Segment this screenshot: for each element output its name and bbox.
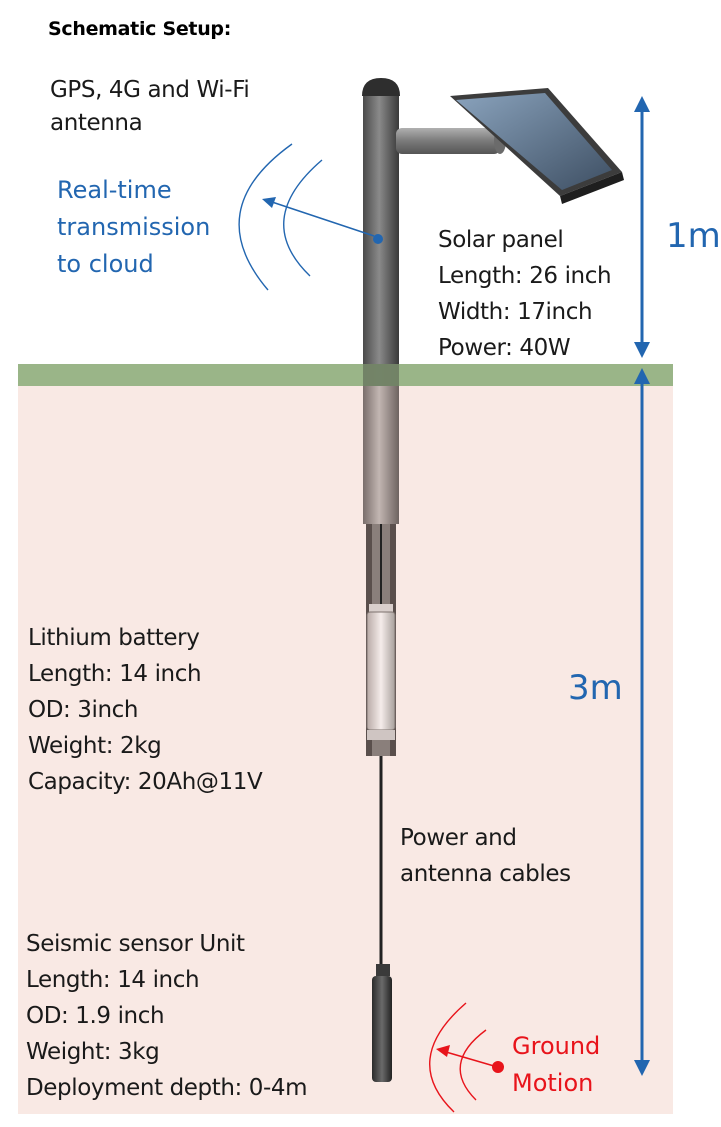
battery-spec-line: Weight: 2kg — [28, 733, 162, 759]
sensor-spec-line: Length: 14 inch — [26, 967, 200, 993]
sensor-spec-line: Deployment depth: 0-4m — [26, 1075, 308, 1101]
solar-spec-line: Length: 26 inch — [438, 263, 612, 289]
battery-specs: Lithium battery Length: 14 inch OD: 3inc… — [28, 620, 263, 800]
sensor-specs: Seismic sensor Unit Length: 14 inch OD: … — [26, 926, 308, 1106]
solar-panel-specs: Solar panel Length: 26 inch Width: 17inc… — [438, 222, 612, 366]
cables-label-line: Power and — [400, 825, 517, 851]
pole-lower — [363, 386, 399, 524]
depth-arrow-3m — [634, 368, 650, 1076]
antenna-label-line: GPS, 4G and Wi-Fi — [50, 77, 250, 103]
red-wave-inner — [459, 1029, 487, 1101]
red-wave-outer — [429, 1002, 467, 1113]
ground-band — [18, 364, 673, 386]
ground-motion-line: Ground — [512, 1032, 601, 1060]
ground-motion-dot — [492, 1061, 504, 1073]
cables-label: Power and antenna cables — [400, 820, 571, 892]
antenna-label-line: antenna — [50, 110, 143, 136]
soil-region — [18, 386, 673, 1114]
blue-wave-inner — [283, 159, 323, 277]
sensor-spec-line: OD: 1.9 inch — [26, 1003, 165, 1029]
sensor-spec-line: Weight: 3kg — [26, 1039, 160, 1065]
transmission-label: Real-time transmission to cloud — [57, 172, 210, 283]
solar-spec-line: Width: 17inch — [438, 299, 593, 325]
transmission-label-line: to cloud — [57, 250, 154, 278]
solar-spec-line: Solar panel — [438, 227, 564, 253]
above-ground-height-label: 1m — [666, 216, 721, 256]
transmission-label-line: transmission — [57, 213, 211, 241]
solar-panel — [450, 88, 624, 204]
page-title: Schematic Setup: — [48, 18, 232, 40]
antenna-label: GPS, 4G and Wi-Fi antenna — [50, 74, 250, 140]
seismic-sensor-shape — [372, 964, 392, 1082]
ground-motion-line: Motion — [512, 1069, 594, 1097]
transmission-label-line: Real-time — [57, 176, 172, 204]
ground-motion-label: Ground Motion — [512, 1028, 600, 1102]
transmitter-dot — [373, 234, 383, 244]
sensor-spec-line: Seismic sensor Unit — [26, 931, 245, 957]
antenna-dome — [362, 78, 400, 96]
height-arrow-1m — [634, 96, 650, 358]
battery-spec-line: OD: 3inch — [28, 697, 139, 723]
solar-arm — [396, 128, 500, 154]
battery-spec-line: Capacity: 20Ah@11V — [28, 769, 263, 795]
below-ground-depth-label: 3m — [568, 668, 623, 708]
battery-spec-line: Length: 14 inch — [28, 661, 202, 687]
blue-wave-outer — [238, 143, 293, 291]
lithium-battery-shape — [366, 604, 396, 740]
cables-label-line: antenna cables — [400, 861, 571, 887]
solar-spec-line: Power: 40W — [438, 335, 571, 361]
battery-spec-line: Lithium battery — [28, 625, 200, 651]
schematic-drawing — [18, 78, 673, 1113]
